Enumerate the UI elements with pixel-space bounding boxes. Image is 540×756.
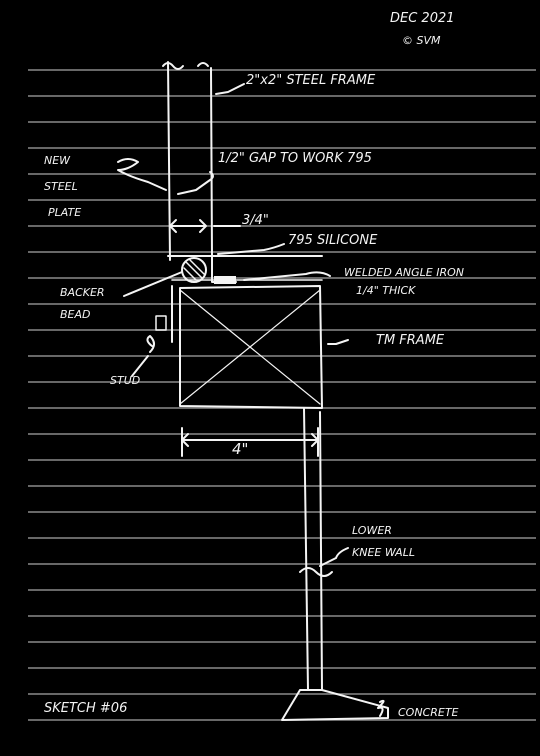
tm-frame-leader bbox=[327, 339, 349, 345]
label-gap: 1/2" GAP TO WORK 795 bbox=[218, 151, 372, 166]
backer-bead-hatch bbox=[183, 259, 205, 281]
label-welded-angle: WELDED ANGLE IRON bbox=[344, 266, 464, 279]
label-bead: BEAD bbox=[60, 308, 91, 321]
label-sketch-id: SKETCH #06 bbox=[44, 701, 127, 716]
steel-frame-break-mark bbox=[162, 62, 209, 70]
dim-four-extension bbox=[181, 427, 319, 457]
steel-frame-left-edge bbox=[167, 61, 171, 261]
tm-frame-box bbox=[179, 285, 323, 409]
label-silicone: 795 SILICONE bbox=[288, 233, 378, 248]
knee-wall-right bbox=[319, 411, 323, 691]
annotations: DEC 2021 © SVM 2"x2" STEEL FRAME NEW STE… bbox=[44, 11, 464, 719]
concrete-slab bbox=[281, 689, 389, 721]
label-lower: LOWER bbox=[352, 524, 392, 537]
label-backer: BACKER bbox=[60, 286, 105, 299]
steel-plate-leader bbox=[117, 158, 167, 191]
ruled-lines bbox=[28, 69, 536, 721]
backer-bead-leader bbox=[123, 271, 183, 297]
label-plate: PLATE bbox=[48, 206, 81, 219]
stud-block bbox=[155, 315, 167, 331]
dim-four-line bbox=[181, 433, 319, 447]
label-stud: STUD bbox=[110, 374, 140, 387]
label-thick: 1/4" THICK bbox=[356, 284, 416, 297]
gap-leader bbox=[177, 171, 214, 195]
label-steel: STEEL bbox=[44, 180, 78, 193]
tm-frame-x-b bbox=[179, 289, 321, 405]
steel-frame-right-edge bbox=[210, 67, 213, 259]
label-dim-four: 4" bbox=[232, 440, 248, 458]
label-steel-frame: 2"x2" STEEL FRAME bbox=[246, 73, 376, 88]
dim-three-quarter-line bbox=[169, 219, 207, 233]
stud-leader bbox=[131, 335, 155, 377]
knee-wall-leader bbox=[319, 547, 349, 567]
drawing-strokes bbox=[117, 61, 389, 721]
welded-angle-leader bbox=[243, 271, 331, 281]
backer-bead-circle bbox=[181, 257, 207, 283]
knee-wall-break bbox=[299, 567, 333, 577]
knee-wall-left bbox=[303, 407, 309, 691]
label-tm-frame: TM FRAME bbox=[376, 333, 445, 348]
header-date: DEC 2021 bbox=[390, 11, 455, 26]
concrete-leader bbox=[377, 699, 385, 717]
label-dim-three-quarter: 3/4" bbox=[242, 213, 269, 228]
silicone-leader bbox=[217, 243, 285, 255]
label-new: NEW bbox=[44, 154, 71, 167]
header-author: © SVM bbox=[402, 34, 441, 47]
label-knee-wall: KNEE WALL bbox=[352, 546, 415, 559]
steel-frame-leader bbox=[215, 83, 245, 95]
label-concrete: CONCRETE bbox=[398, 706, 459, 719]
